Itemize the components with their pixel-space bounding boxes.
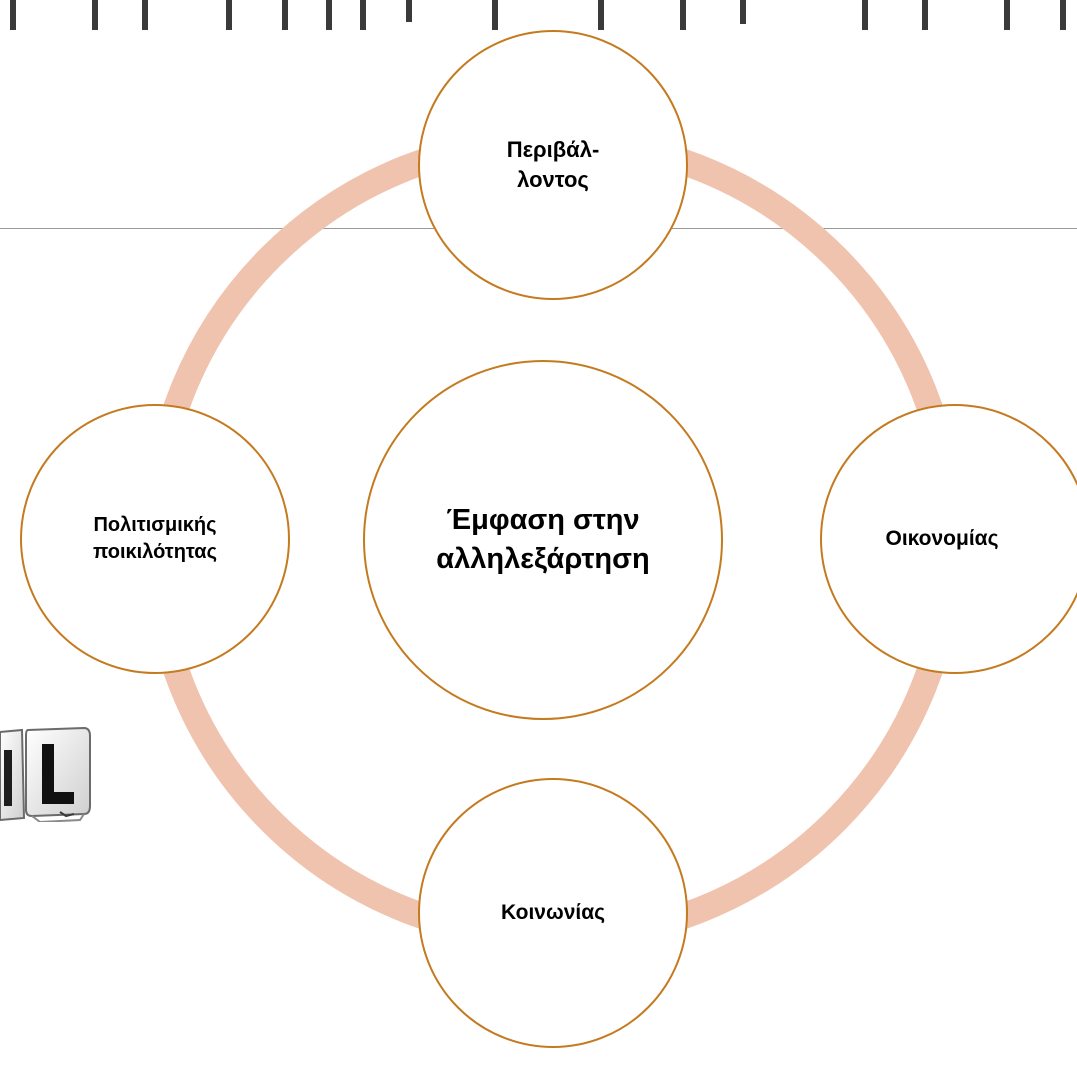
title-text-remnant bbox=[0, 0, 1077, 36]
node-economy-label: Οικονομίας bbox=[885, 526, 999, 550]
node-environment: Περιβάλ- λοντος bbox=[418, 30, 688, 300]
node-cultural-diversity-label: Πολιτισμικής ποικιλότητας bbox=[93, 514, 217, 563]
letter-dice-icon bbox=[0, 726, 92, 824]
node-cultural-diversity: Πολιτισμικής ποικιλότητας bbox=[20, 404, 290, 674]
node-society: Κοινωνίας bbox=[418, 778, 688, 1048]
center-node: Έμφαση στην αλληλεξάρτηση bbox=[363, 360, 723, 720]
node-environment-label: Περιβάλ- λοντος bbox=[506, 137, 600, 192]
node-society-label: Κοινωνίας bbox=[500, 900, 606, 924]
center-node-label: Έμφαση στην αλληλεξάρτηση bbox=[436, 503, 650, 575]
node-economy: Οικονομίας bbox=[820, 404, 1077, 674]
